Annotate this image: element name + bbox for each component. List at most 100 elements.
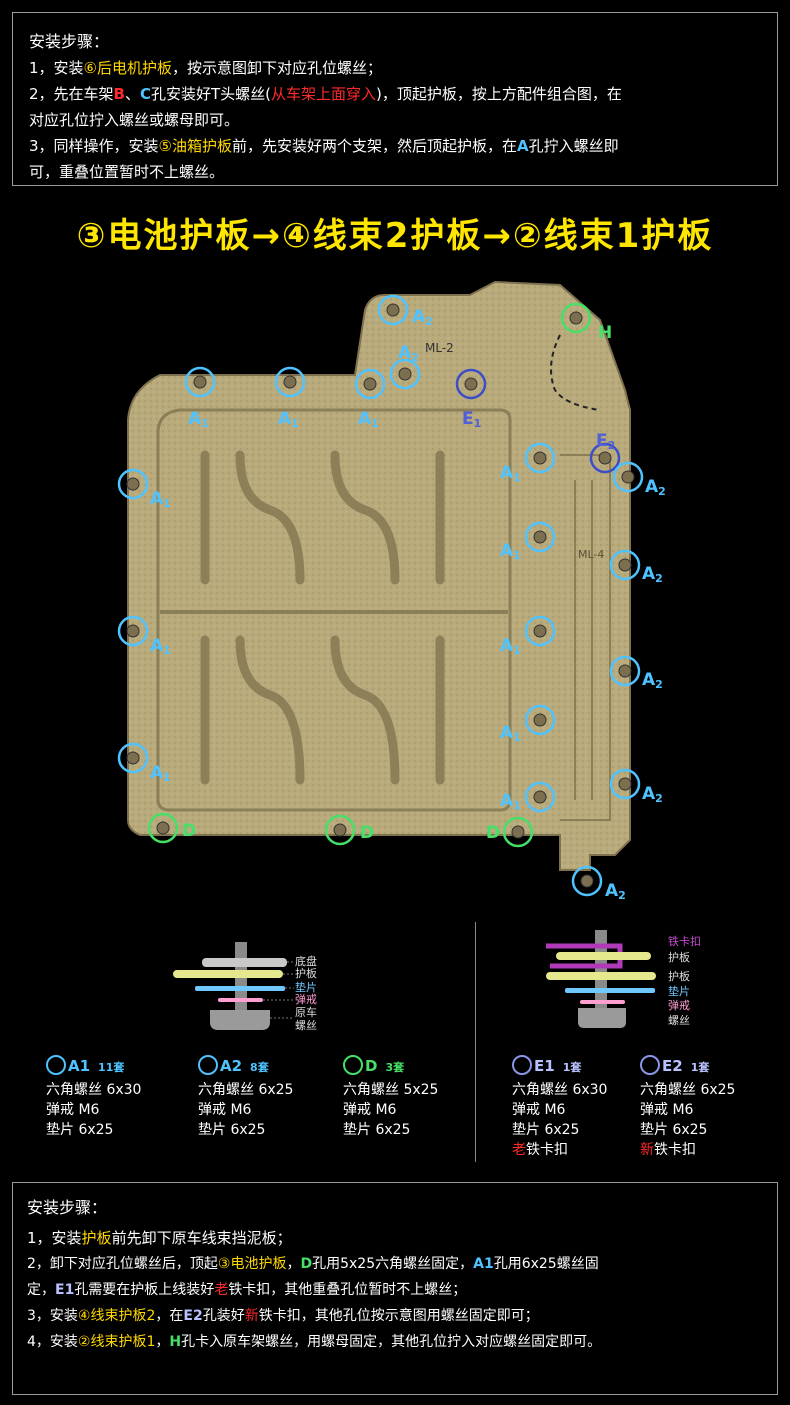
label-chassis: 底盘 xyxy=(295,955,317,968)
hole-a1-label: A1 xyxy=(500,791,521,812)
text: 孔需要在护板上线装好 xyxy=(74,1282,215,1298)
bolt-icon xyxy=(580,874,594,888)
label-washer: 垫片 xyxy=(668,985,690,998)
ring-icon xyxy=(640,1055,660,1075)
bolt-icon xyxy=(126,624,140,638)
stack-drawing xyxy=(173,942,294,1030)
hole-a1-label: A1 xyxy=(500,463,521,484)
hole-a1-label: A1 xyxy=(358,409,379,430)
text: 4，安装 xyxy=(27,1334,78,1350)
plate-ribs xyxy=(200,450,445,785)
plate-dashed-outline xyxy=(550,334,601,411)
text: 铁卡扣，其他重叠孔位暂时不上螺丝； xyxy=(228,1282,467,1298)
hole-a2-ring xyxy=(609,549,641,581)
highlight: 护板 xyxy=(81,1229,112,1247)
text: 铁卡扣 xyxy=(654,1142,696,1158)
bolt-icon xyxy=(156,821,170,835)
text: 孔安装好T头螺丝( xyxy=(151,85,272,103)
label-guard-1: 护板 xyxy=(668,951,690,964)
hole-a1-ring xyxy=(274,366,306,398)
bolt-icon xyxy=(598,451,612,465)
hole-a2-label: A2 xyxy=(605,881,626,902)
spec-line: 弹戒 M6 xyxy=(46,1102,100,1118)
text: 1，安装 xyxy=(29,59,84,77)
text: 、 xyxy=(124,85,140,103)
bolt-icon xyxy=(618,558,632,572)
label-spring-washer: 弹戒 xyxy=(668,999,690,1012)
text: 孔拧入螺丝即 xyxy=(528,137,619,155)
text: 2，卸下对应孔位螺丝后，顶起 xyxy=(27,1256,218,1272)
label-screw: 螺丝 xyxy=(668,1014,690,1027)
spec-line: 垫片 6x25 xyxy=(198,1122,266,1138)
spec-line: 六角螺丝 6x30 xyxy=(46,1082,142,1098)
bolt-icon xyxy=(193,375,207,389)
hole-e1-ring xyxy=(455,368,487,400)
hole-c-label: C xyxy=(140,85,152,103)
bottom-step-4: 4，安装②线束护板1，H孔卡入原车架螺丝，用螺母固定，其他孔位拧入对应螺丝固定即… xyxy=(27,1329,763,1355)
ring-icon xyxy=(512,1055,532,1075)
hole-h-label: H xyxy=(169,1334,182,1350)
highlight: ③电池护板 xyxy=(217,1256,287,1272)
bolt-icon xyxy=(126,751,140,765)
install-order-headline: ③电池护板→④线束2护板→②线束1护板 xyxy=(76,216,714,256)
bottom-step-2-cont: 定，E1孔需要在护板上线装好老铁卡扣，其他重叠孔位暂时不上螺丝； xyxy=(27,1277,763,1303)
text: ， xyxy=(155,1334,170,1350)
hole-d-ring xyxy=(502,816,534,848)
hole-a1-ring xyxy=(117,615,149,647)
bolt-icon xyxy=(511,825,525,839)
spec-count: 1套 xyxy=(690,1061,710,1074)
hole-a2-ring xyxy=(377,294,409,326)
bolt-icon xyxy=(333,823,347,837)
hole-a1-ring xyxy=(524,615,556,647)
new-tag: 新 xyxy=(640,1142,654,1158)
text: 孔装好 xyxy=(202,1308,245,1324)
bolt-icon xyxy=(618,664,632,678)
fastener-stack-diagram-right: 铁卡扣 护板 护板 垫片 弹戒 螺丝 xyxy=(540,928,740,1033)
hole-a2-label: A2 xyxy=(398,343,419,364)
bolt-icon xyxy=(533,451,547,465)
spec-line: 弹戒 M6 xyxy=(343,1102,397,1118)
bolt-icon xyxy=(363,377,377,391)
stack-drawing xyxy=(546,930,656,1028)
hole-d-label: D xyxy=(300,1256,313,1272)
bolt-icon xyxy=(533,713,547,727)
spec-name: E1 xyxy=(534,1057,555,1075)
bottom-instructions-box: 安装步骤： 1，安装护板前先卸下原车线束挡泥板； 2，卸下对应孔位螺丝后，顶起③… xyxy=(12,1182,778,1395)
text: 前先卸下原车线束挡泥板； xyxy=(111,1229,292,1247)
bolt-icon xyxy=(533,790,547,804)
bolt-icon xyxy=(386,303,400,317)
text: 孔用5x25六角螺丝固定， xyxy=(312,1256,474,1272)
hole-d-label: D xyxy=(486,823,500,843)
top-step-2: 2，先在车架B、C孔安装好T头螺丝(从车架上面穿入)，顶起护板，按上方配件组合图… xyxy=(29,81,761,107)
bottom-step-2: 2，卸下对应孔位螺丝后，顶起③电池护板，D孔用5x25六角螺丝固定，A1孔用6x… xyxy=(27,1251,763,1277)
hole-d-ring xyxy=(324,814,356,846)
hole-e2-label: E2 xyxy=(596,431,615,452)
hole-a1-ring xyxy=(117,468,149,500)
bolt-icon xyxy=(533,530,547,544)
spec-line: 六角螺丝 6x30 xyxy=(512,1082,608,1098)
label-guard: 护板 xyxy=(295,967,317,980)
bolt-icon xyxy=(533,624,547,638)
new-tag: 新 xyxy=(244,1308,259,1324)
hole-a2-label: A2 xyxy=(645,477,666,498)
text: 铁卡扣 xyxy=(526,1142,568,1158)
hole-a2-ring xyxy=(571,865,603,897)
text: ， xyxy=(286,1256,301,1272)
label-screw: 螺丝 xyxy=(295,1019,317,1032)
bolt-icon xyxy=(283,375,297,389)
hole-h-ring xyxy=(560,302,592,334)
text: 孔用6x25螺丝固 xyxy=(493,1256,599,1272)
hole-a1-label: A1 xyxy=(500,541,521,562)
bottom-steps-title: 安装步骤： xyxy=(27,1198,108,1217)
hole-a2-ring xyxy=(612,461,644,493)
spec-name: E2 xyxy=(662,1057,683,1075)
bolt-icon xyxy=(621,470,635,484)
ring-icon xyxy=(198,1055,218,1075)
spec-line: 弹戒 M6 xyxy=(512,1102,566,1118)
highlight: ④线束护板2 xyxy=(77,1308,156,1324)
